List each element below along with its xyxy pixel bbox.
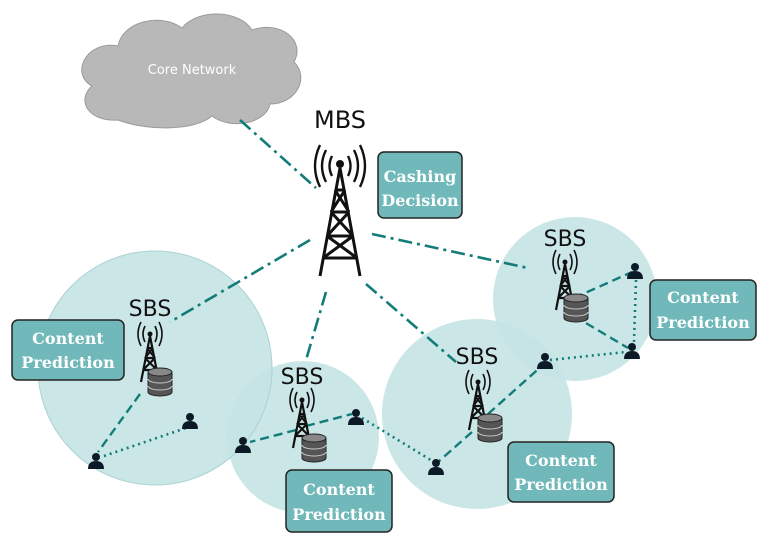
- access-links: [97, 270, 633, 463]
- link-mbs-sbs-center: [304, 291, 328, 361]
- core-network-label: Core Network: [148, 63, 237, 78]
- caching-decision-line1: Cashing: [384, 167, 457, 186]
- access-link: [573, 270, 633, 300]
- content-prediction-box-lower-right: Content Prediction: [507, 441, 615, 503]
- content-prediction-box-center: Content Prediction: [285, 469, 393, 533]
- database-icon: [563, 293, 589, 323]
- content-prediction-line2: Prediction: [514, 475, 608, 494]
- link-cloud-mbs: [239, 119, 317, 189]
- d2d-link: [103, 426, 187, 458]
- d2d-link: [361, 416, 435, 464]
- database-icon: [477, 413, 503, 443]
- sbs-label-upper-right: SBS: [544, 227, 587, 252]
- core-network-cloud: Core Network: [81, 13, 302, 129]
- database-icon: [147, 367, 173, 397]
- database-icon: [301, 433, 327, 463]
- link-mbs-sbs-upper-right: [371, 232, 529, 270]
- content-prediction-box-upper-right: Content Prediction: [649, 279, 757, 341]
- caching-decision-box: Cashing Decision: [377, 151, 463, 219]
- sbs-label-lower-right: SBS: [456, 345, 499, 370]
- d2d-link: [549, 350, 627, 362]
- content-prediction-line1: Content: [667, 288, 739, 307]
- access-link: [249, 428, 297, 444]
- d2d-links: [103, 279, 638, 464]
- content-prediction-line2: Prediction: [21, 353, 115, 372]
- content-prediction-line1: Content: [303, 480, 375, 499]
- link-mbs-sbs-left: [169, 238, 311, 324]
- access-link: [437, 431, 473, 463]
- access-link: [305, 412, 353, 428]
- caching-decision-line2: Decision: [381, 191, 459, 210]
- content-prediction-line2: Prediction: [656, 313, 750, 332]
- backhaul-links: [169, 119, 529, 363]
- access-link: [487, 363, 545, 415]
- content-prediction-line1: Content: [32, 329, 104, 348]
- content-prediction-line1: Content: [525, 451, 597, 470]
- access-link: [97, 393, 141, 453]
- sbs-label-left: SBS: [129, 297, 172, 322]
- sbs-label-center: SBS: [281, 365, 324, 390]
- d2d-link: [632, 279, 638, 343]
- mbs-tower-icon: [313, 144, 367, 277]
- content-prediction-box-left: Content Prediction: [11, 319, 125, 381]
- access-link: [573, 314, 629, 350]
- link-mbs-sbs-lower-right: [365, 283, 457, 363]
- mbs-label: MBS: [314, 106, 366, 134]
- content-prediction-line2: Prediction: [292, 505, 386, 524]
